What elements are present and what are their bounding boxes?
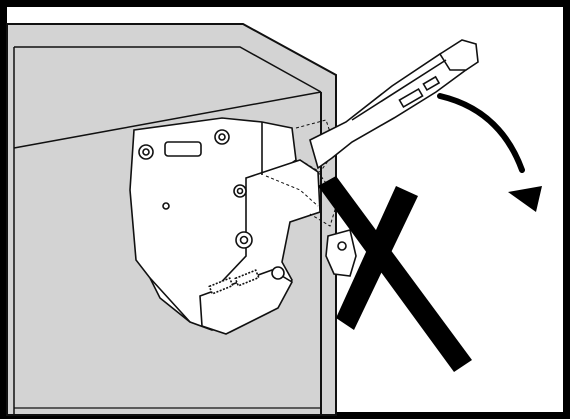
motion-arrow-path xyxy=(437,93,525,173)
screw-hole-6 xyxy=(271,266,285,280)
curved-arrow-down-icon xyxy=(437,93,542,212)
arm-slot-1 xyxy=(398,87,424,109)
arm-edge-line xyxy=(351,59,447,121)
screw-hole-1-inner xyxy=(142,148,150,156)
prohibited-x-icon xyxy=(318,176,472,372)
lift-arm-icon xyxy=(309,39,479,277)
arm-bracket xyxy=(325,229,357,277)
cross-stroke-1 xyxy=(318,176,472,372)
arm-end-cap xyxy=(438,39,479,71)
mechanism-grip-2 xyxy=(234,269,260,287)
linkage-outline-3 xyxy=(265,175,319,207)
bracket-screw xyxy=(337,241,347,251)
mechanism-slot-1 xyxy=(164,141,202,157)
screw-hole-2-inner xyxy=(218,133,226,141)
mechanism-grip-1 xyxy=(208,277,234,295)
cross-stroke-2 xyxy=(336,186,418,330)
motion-arrow-head xyxy=(508,186,542,212)
screw-hole-4-inner xyxy=(239,235,249,245)
mechanism-edge-2 xyxy=(149,277,191,323)
lift-mechanism-icon xyxy=(129,117,321,335)
cabinet-top-inner-line xyxy=(14,46,322,93)
cabinet-ceiling-line xyxy=(13,91,322,149)
screw-hole-3-inner xyxy=(236,187,244,195)
screw-hole-5 xyxy=(162,202,170,210)
arm-slot-2 xyxy=(422,75,441,92)
